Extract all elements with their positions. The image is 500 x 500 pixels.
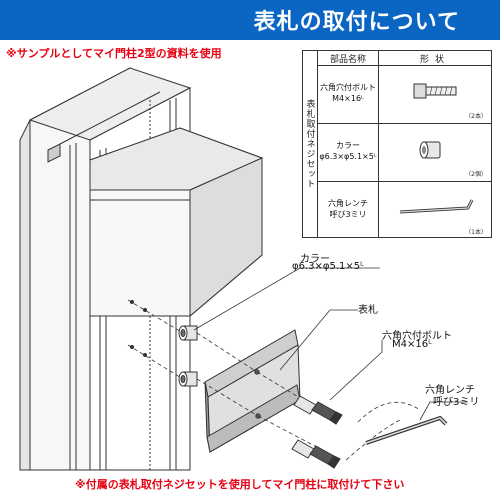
callout-leaders [193, 267, 468, 421]
part-name: カラー [336, 141, 360, 150]
collar-upper [178, 325, 198, 341]
exploded-assembly-drawing [19, 67, 468, 471]
hex-wrench [365, 416, 448, 445]
nameplate [204, 329, 301, 453]
hex-wrench-icon [399, 199, 474, 214]
part-qty: （2本） [465, 113, 487, 120]
install-note: ※付属の表札取付ネジセットを使用してマイ門柱に取付けて下さい [75, 478, 405, 491]
part-spec: φ6.3×φ5.1×5ᴸ [319, 152, 377, 161]
part-spec: 呼び3ミリ [329, 210, 367, 219]
wrench-callout-spec: 呼び3ミリ [433, 397, 480, 408]
bolt-callout-spec: M4×16ᴸ [392, 339, 432, 350]
parts-table: 表札取付ネジセット 部品名称 形状 六角穴付ボルト M4×16ᴸ （2本） カラ… [302, 50, 492, 238]
bolt-callout-name: 六角穴付ボルト [382, 331, 452, 342]
collar-icon [419, 141, 441, 159]
collar-callout-spec: φ6.3×φ5.1×5ᴸ [292, 261, 364, 272]
part-qty: （1本） [465, 229, 487, 236]
table-divider [378, 51, 379, 237]
sample-note: ※サンプルとしてマイ門柱2型の資料を使用 [6, 47, 222, 60]
assembly-guide-lines [127, 299, 421, 461]
parts-row-wrench: 六角レンチ 呼び3ミリ （1本） [318, 182, 491, 239]
hex-bolt-icon [413, 83, 457, 99]
part-name: 六角穴付ボルト [320, 83, 376, 92]
wrench-callout-name: 六角レンチ [425, 385, 475, 396]
parts-table-header: 部品名称 形状 [318, 51, 491, 66]
col-name-header: 部品名称 [329, 55, 366, 65]
nameplate-callout: 表札 [358, 305, 378, 316]
collar-lower [178, 371, 198, 387]
hex-bolt-lower [291, 439, 341, 469]
parts-row-collar: カラー φ6.3×φ5.1×5ᴸ （2個） [318, 124, 491, 182]
col-shape-header: 形状 [419, 55, 450, 65]
parts-row-bolt: 六角穴付ボルト M4×16ᴸ （2本） [318, 66, 491, 124]
header-bar: 表札の取付について [0, 0, 500, 40]
part-name: 六角レンチ [328, 199, 368, 208]
mailbox-body [89, 127, 264, 318]
page-title: 表札の取付について [253, 10, 460, 35]
parts-table-side-label: 表札取付ネジセット [303, 51, 318, 237]
collar-callout-name: カラー [300, 254, 330, 265]
part-qty: （2個） [465, 171, 487, 178]
part-spec: M4×16ᴸ [332, 94, 364, 103]
hex-bolt-upper [293, 395, 343, 425]
